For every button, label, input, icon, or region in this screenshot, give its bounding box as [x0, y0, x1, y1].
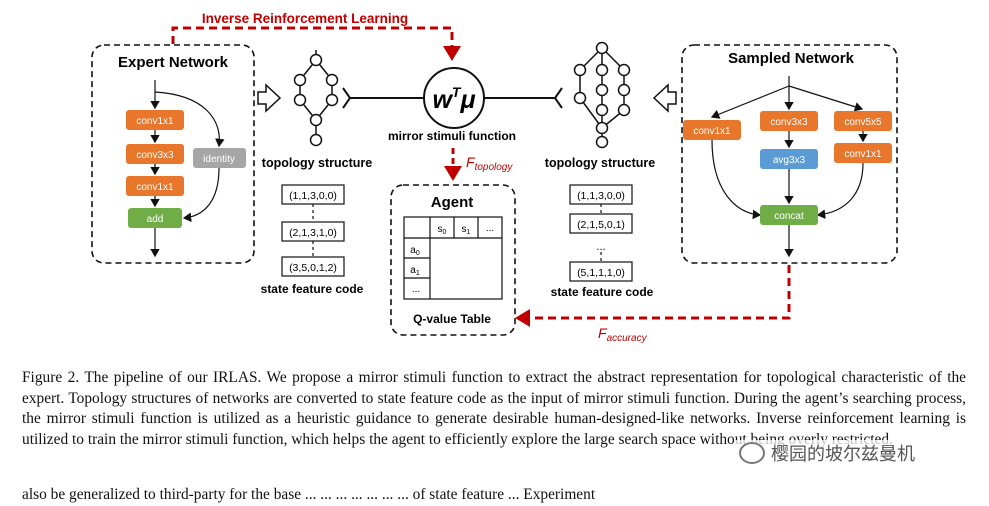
conv-node — [126, 144, 184, 164]
svg-text:...: ... — [412, 284, 420, 295]
svg-text:(2,1,5,0,1): (2,1,5,0,1) — [577, 219, 625, 231]
svg-text:...: ... — [486, 223, 494, 234]
state-feature-left: state feature code — [261, 282, 364, 296]
svg-text:s1: s1 — [462, 224, 471, 236]
sampled-title: Sampled Network — [728, 50, 855, 67]
svg-text:(5,1,1,1,0): (5,1,1,1,0) — [577, 267, 625, 279]
svg-text:conv1x1: conv1x1 — [844, 149, 882, 160]
svg-text:(1,1,3,0,0): (1,1,3,0,0) — [289, 190, 337, 202]
svg-text:add: add — [147, 214, 164, 225]
topology-graph-right — [573, 41, 631, 149]
svg-text:conv3x3: conv3x3 — [770, 117, 808, 128]
svg-text:...: ... — [596, 241, 605, 253]
sampled-network: Sampled Network conv1x1 conv3x3 avg3x3 c… — [681, 44, 898, 264]
svg-text:avg3x3: avg3x3 — [773, 155, 806, 166]
add-node — [128, 208, 182, 228]
svg-text:(3,5,0,1,2): (3,5,0,1,2) — [289, 262, 337, 274]
pipeline-figure: Inverse Reinforcement Learning Expert Ne… — [91, 11, 898, 344]
expert-title: Expert Network — [118, 54, 229, 71]
svg-text:conv5x5: conv5x5 — [844, 117, 882, 128]
svg-text:a0: a0 — [410, 245, 420, 257]
state-codes-right: (1,1,3,0,0) (2,1,5,0,1) ... (5,1,1,1,0) … — [551, 184, 654, 299]
agent-title: Agent — [431, 194, 474, 211]
mirror-function: wTμ mirror stimuli function — [388, 67, 516, 143]
conv-node — [126, 110, 184, 130]
svg-text:s0: s0 — [438, 224, 447, 236]
irl-arrow: Inverse Reinforcement Learning — [171, 11, 461, 61]
body-text-next-line: also be generalized to third-party for t… — [22, 486, 596, 503]
topology-graph-left — [293, 50, 339, 147]
hollow-arrow-left — [257, 83, 282, 113]
q-table-caption: Q-value Table — [413, 312, 491, 326]
agent-box: Agent s0 s1 ... a0 a1 ... Q-value Table — [390, 184, 516, 336]
expert-network: Expert Network conv1x1 conv3x3 conv1x1 a… — [91, 44, 255, 264]
hollow-arrow-right — [652, 83, 677, 113]
mirror-label: mirror stimuli function — [388, 129, 516, 143]
state-codes-left: (1,1,3,0,0) (2,1,3,1,0) (3,5,0,1,2) stat… — [261, 184, 364, 296]
svg-text:(2,1,3,1,0): (2,1,3,1,0) — [289, 227, 337, 239]
svg-text:conv1x1: conv1x1 — [136, 182, 174, 193]
svg-text:identity: identity — [203, 154, 235, 165]
svg-text:a1: a1 — [410, 265, 420, 277]
conv-node — [126, 176, 184, 196]
identity-node — [193, 148, 246, 168]
svg-text:conv1x1: conv1x1 — [136, 116, 174, 127]
svg-text:conv3x3: conv3x3 — [136, 150, 174, 161]
topology-label-right: topology structure — [545, 156, 655, 170]
state-feature-right: state feature code — [551, 285, 654, 299]
f-topology: F — [466, 154, 476, 170]
watermark: 樱园的坡尔兹曼机 — [735, 440, 919, 466]
wechat-icon — [739, 442, 765, 464]
svg-text:concat: concat — [774, 211, 804, 222]
accuracy-arrow: Faccuracy — [515, 265, 791, 344]
irl-label: Inverse Reinforcement Learning — [202, 11, 408, 26]
svg-text:(1,1,3,0,0): (1,1,3,0,0) — [577, 190, 625, 202]
figure-caption: Figure 2. The pipeline of our IRLAS. We … — [22, 369, 966, 448]
svg-text:conv1x1: conv1x1 — [693, 126, 731, 137]
topology-label-left: topology structure — [262, 156, 372, 170]
svg-text:Ftopology: Ftopology — [466, 154, 513, 173]
svg-text:Faccuracy: Faccuracy — [598, 325, 648, 344]
f-accuracy: F — [598, 325, 608, 341]
